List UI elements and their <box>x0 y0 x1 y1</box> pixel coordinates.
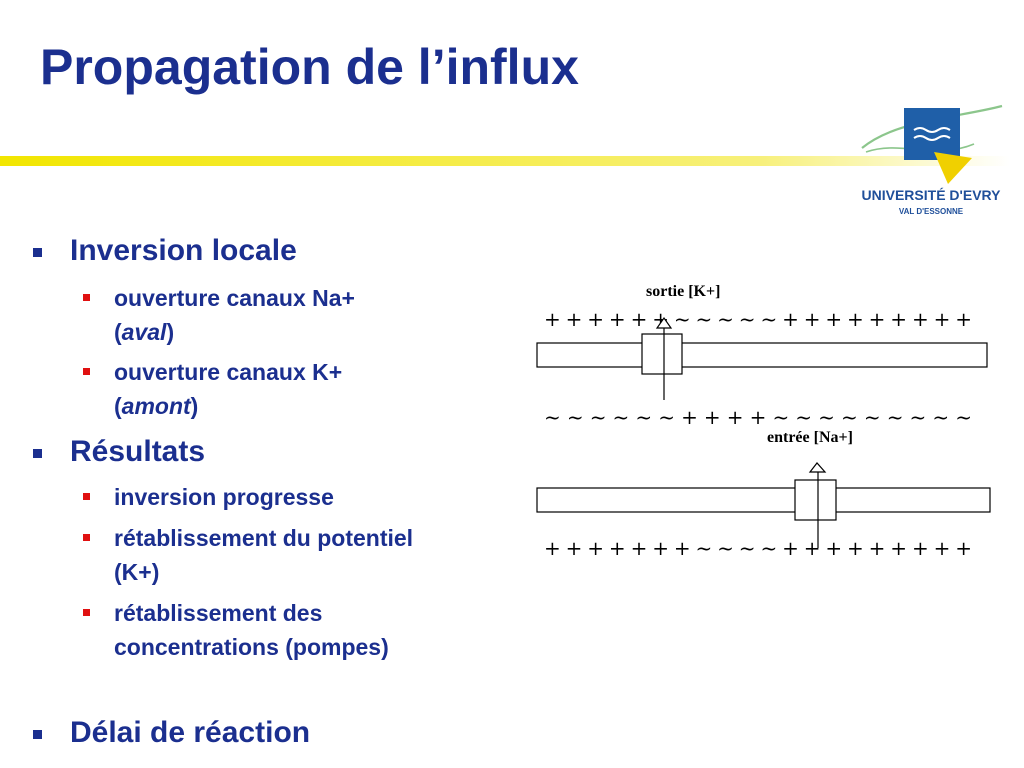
bullet-delai: Délai de réaction <box>33 716 311 750</box>
paren-open: ( <box>114 319 122 345</box>
sub-bullet-marker <box>83 294 90 301</box>
emphasis-aval: aval <box>121 319 167 345</box>
na-channel-arrow <box>808 462 827 473</box>
sub-bullet-text: ouverture canaux Na+ <box>114 285 355 311</box>
logo-yellow-triangle <box>934 152 972 184</box>
sub-bullet-text: ouverture canaux K+ <box>114 359 343 385</box>
membrane-diagram: sortie [K+] + + + + + + ~ ~ ~ ~ ~ + + + … <box>536 283 991 560</box>
sub-bullet-concentrations: rétablissement des concentrations (pompe… <box>83 596 389 664</box>
sub-bullet-text: (K+) <box>114 559 160 585</box>
logo-name: UNIVERSITÉ D'EVRY <box>862 187 1002 203</box>
bullet-list: Inversion locale ouverture canaux Na+ (a… <box>33 234 414 750</box>
bullet-label: Inversion locale <box>70 234 297 267</box>
label-entree-na: entrée [Na+] <box>767 429 853 446</box>
sub-bullet-text: concentrations (pompes) <box>114 634 389 660</box>
axon-membrane-bottom <box>536 487 991 513</box>
bullet-resultats: Résultats <box>33 435 206 469</box>
sub-bullet-potentiel: rétablissement du potentiel (K+) <box>83 521 414 589</box>
k-channel-arrow <box>655 316 673 329</box>
sub-bullet-text: rétablissement des <box>114 600 323 626</box>
axon-membrane-top <box>536 342 988 368</box>
paren-open: ( <box>114 393 122 419</box>
sub-bullet-marker <box>83 368 90 375</box>
sub-bullet-na: ouverture canaux Na+ (aval) <box>83 281 355 349</box>
charges-top-row: + + + + + + ~ ~ ~ ~ ~ + + + + + + + + + <box>544 307 972 331</box>
sub-bullet-k: ouverture canaux K+ (amont) <box>83 355 343 423</box>
bullet-label: Résultats <box>70 435 206 468</box>
emphasis-amont: amont <box>121 393 191 419</box>
k-channel <box>641 333 683 375</box>
paren-close: ) <box>166 319 175 345</box>
na-channel <box>794 479 837 521</box>
bullet-marker <box>33 449 42 458</box>
sub-bullet-marker <box>83 493 90 500</box>
bullet-inversion-locale: Inversion locale <box>33 234 297 268</box>
title-underline <box>0 156 1010 166</box>
sub-bullet-inversion-progresse: inversion progresse <box>83 480 334 514</box>
logo-subname: VAL D'ESSONNE <box>899 207 964 216</box>
sub-bullet-marker <box>83 534 90 541</box>
bullet-marker <box>33 248 42 257</box>
sub-bullet-marker <box>83 609 90 616</box>
label-sortie-k: sortie [K+] <box>646 283 720 300</box>
logo-blue-square <box>904 108 960 160</box>
bullet-label: Délai de réaction <box>70 716 311 749</box>
charges-middle-row: ~ ~ ~ ~ ~ ~ + + + + ~ ~ ~ ~ ~ ~ ~ ~ ~ <box>544 405 972 429</box>
slide-title: Propagation de l’influx <box>40 39 579 95</box>
bullet-marker <box>33 730 42 739</box>
sub-bullet-text: inversion progresse <box>114 484 334 510</box>
charges-bottom-row: + + + + + + + ~ ~ ~ ~ + + + + + + + + + <box>544 536 972 560</box>
paren-close: ) <box>190 393 199 419</box>
university-logo: UNIVERSITÉ D'EVRY VAL D'ESSONNE <box>861 104 1003 216</box>
sub-bullet-text: rétablissement du potentiel <box>114 525 414 551</box>
